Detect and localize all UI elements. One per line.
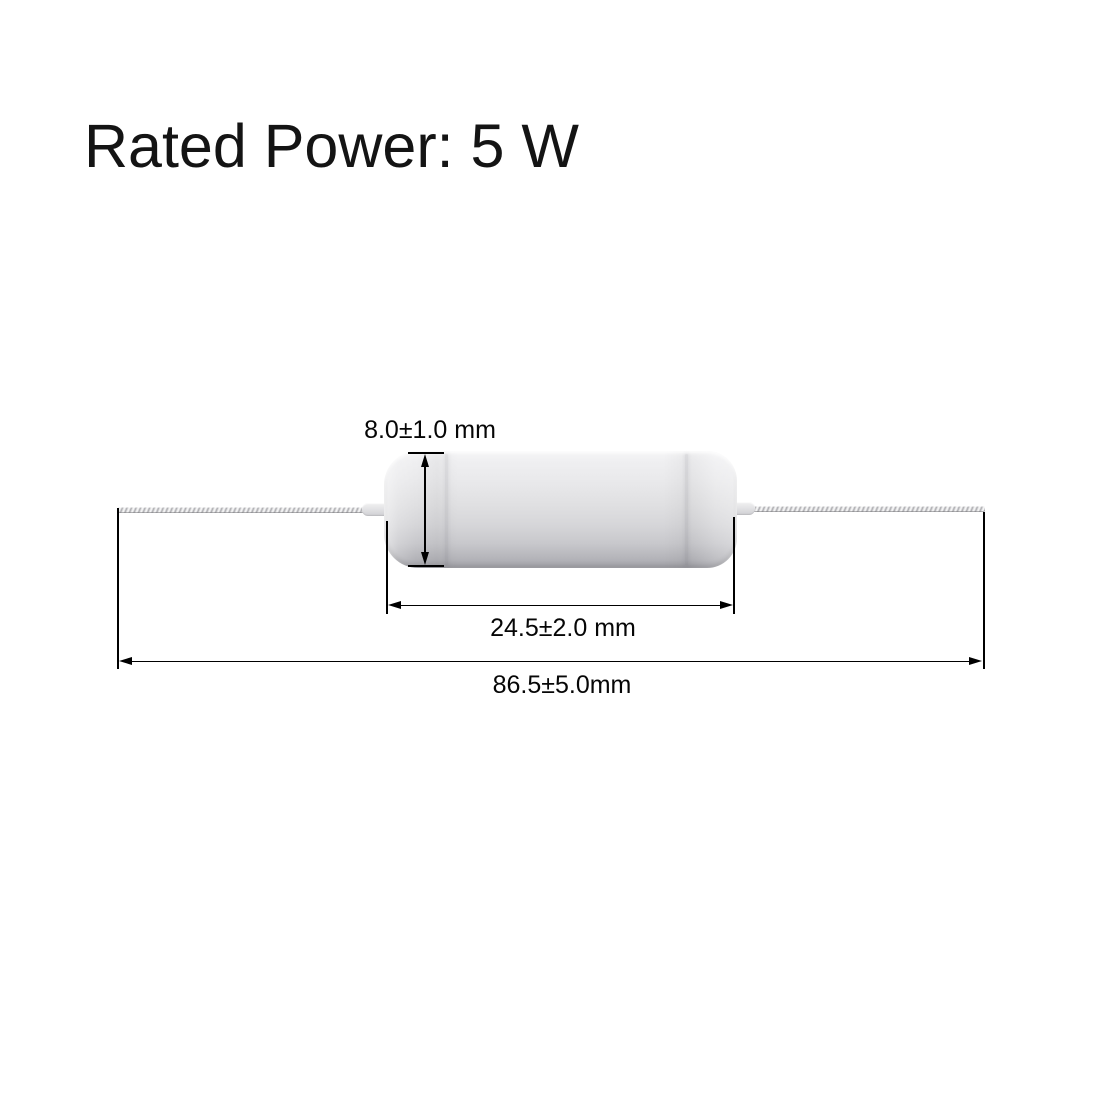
total-length-label: 86.5±5.0mm xyxy=(492,671,632,699)
lead-wire-left xyxy=(118,507,367,513)
page-title: Rated Power: 5 W xyxy=(84,112,579,180)
resistor-body xyxy=(384,451,737,568)
arrow-up-icon xyxy=(420,453,429,467)
diameter-tick-top xyxy=(408,452,444,454)
lead-stub-left xyxy=(362,503,388,516)
cap-seam-left xyxy=(445,454,448,565)
total-length-line xyxy=(130,660,972,663)
body-length-label: 24.5±2.0 mm xyxy=(490,614,636,642)
diameter-label: 8.0±1.0 mm xyxy=(364,416,496,444)
arrow-right-icon xyxy=(720,601,733,609)
diameter-arrow-line xyxy=(424,458,426,561)
total-length-ext-left xyxy=(117,508,119,669)
body-length-ext-right xyxy=(733,517,735,614)
arrow-down-icon xyxy=(420,551,429,565)
cap-seam-right xyxy=(685,454,688,565)
arrow-left-icon xyxy=(119,657,132,665)
body-length-line xyxy=(398,604,723,607)
lead-wire-right xyxy=(751,506,985,512)
diameter-tick-bottom xyxy=(408,565,444,567)
arrow-left-icon xyxy=(388,601,401,609)
arrow-right-icon xyxy=(969,657,982,665)
body-length-ext-left xyxy=(386,521,388,614)
total-length-ext-right xyxy=(983,512,985,669)
